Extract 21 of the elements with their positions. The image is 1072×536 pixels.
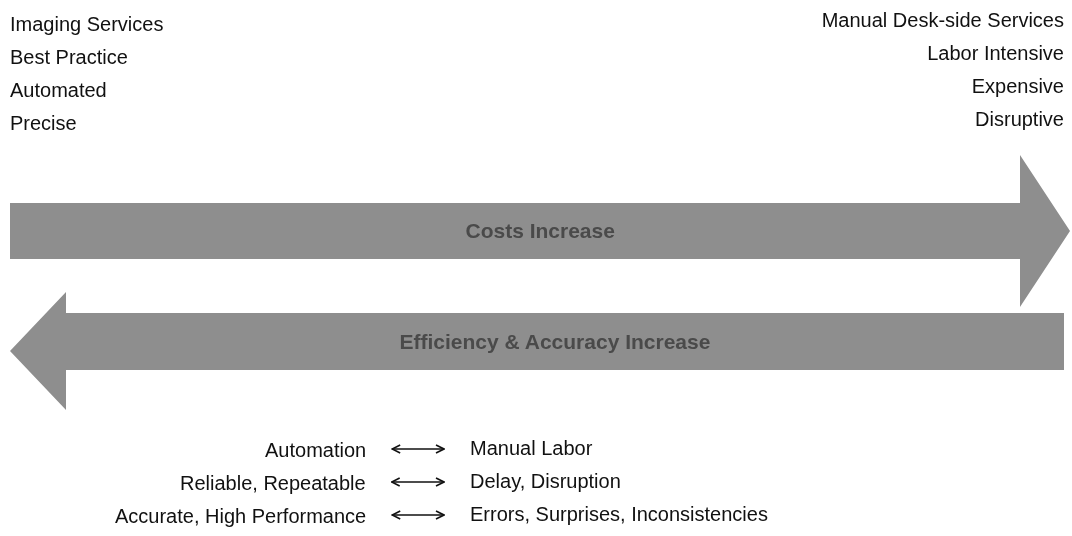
double-arrow — [391, 444, 445, 454]
feature-text: Best Practice — [10, 45, 128, 69]
arrow-band — [10, 292, 1064, 410]
comparison-text: Manual Labor — [470, 436, 593, 460]
feature-text: Expensive — [971, 74, 1064, 98]
arrow-label: Efficiency & Accuracy Increase — [399, 329, 711, 355]
double-arrow — [391, 510, 445, 520]
comparison-text: Delay, Disruption — [470, 469, 621, 493]
comparison-text: Reliable, Repeatable — [180, 471, 366, 495]
feature-text: Automated — [10, 78, 107, 102]
comparison-text: Errors, Surprises, Inconsistencies — [470, 502, 768, 526]
feature-text: Disruptive — [975, 107, 1064, 131]
feature-text: Manual Desk-side Services — [821, 8, 1064, 32]
comparison-text: Automation — [265, 438, 367, 462]
feature-text: Precise — [10, 111, 77, 135]
arrow-label: Costs Increase — [465, 218, 615, 244]
feature-text: Labor Intensive — [927, 41, 1064, 65]
double-arrow — [390, 477, 445, 487]
arrow-band — [10, 155, 1070, 307]
comparison-text: Accurate, High Performance — [115, 504, 367, 528]
feature-text: Imaging Services — [10, 12, 164, 36]
